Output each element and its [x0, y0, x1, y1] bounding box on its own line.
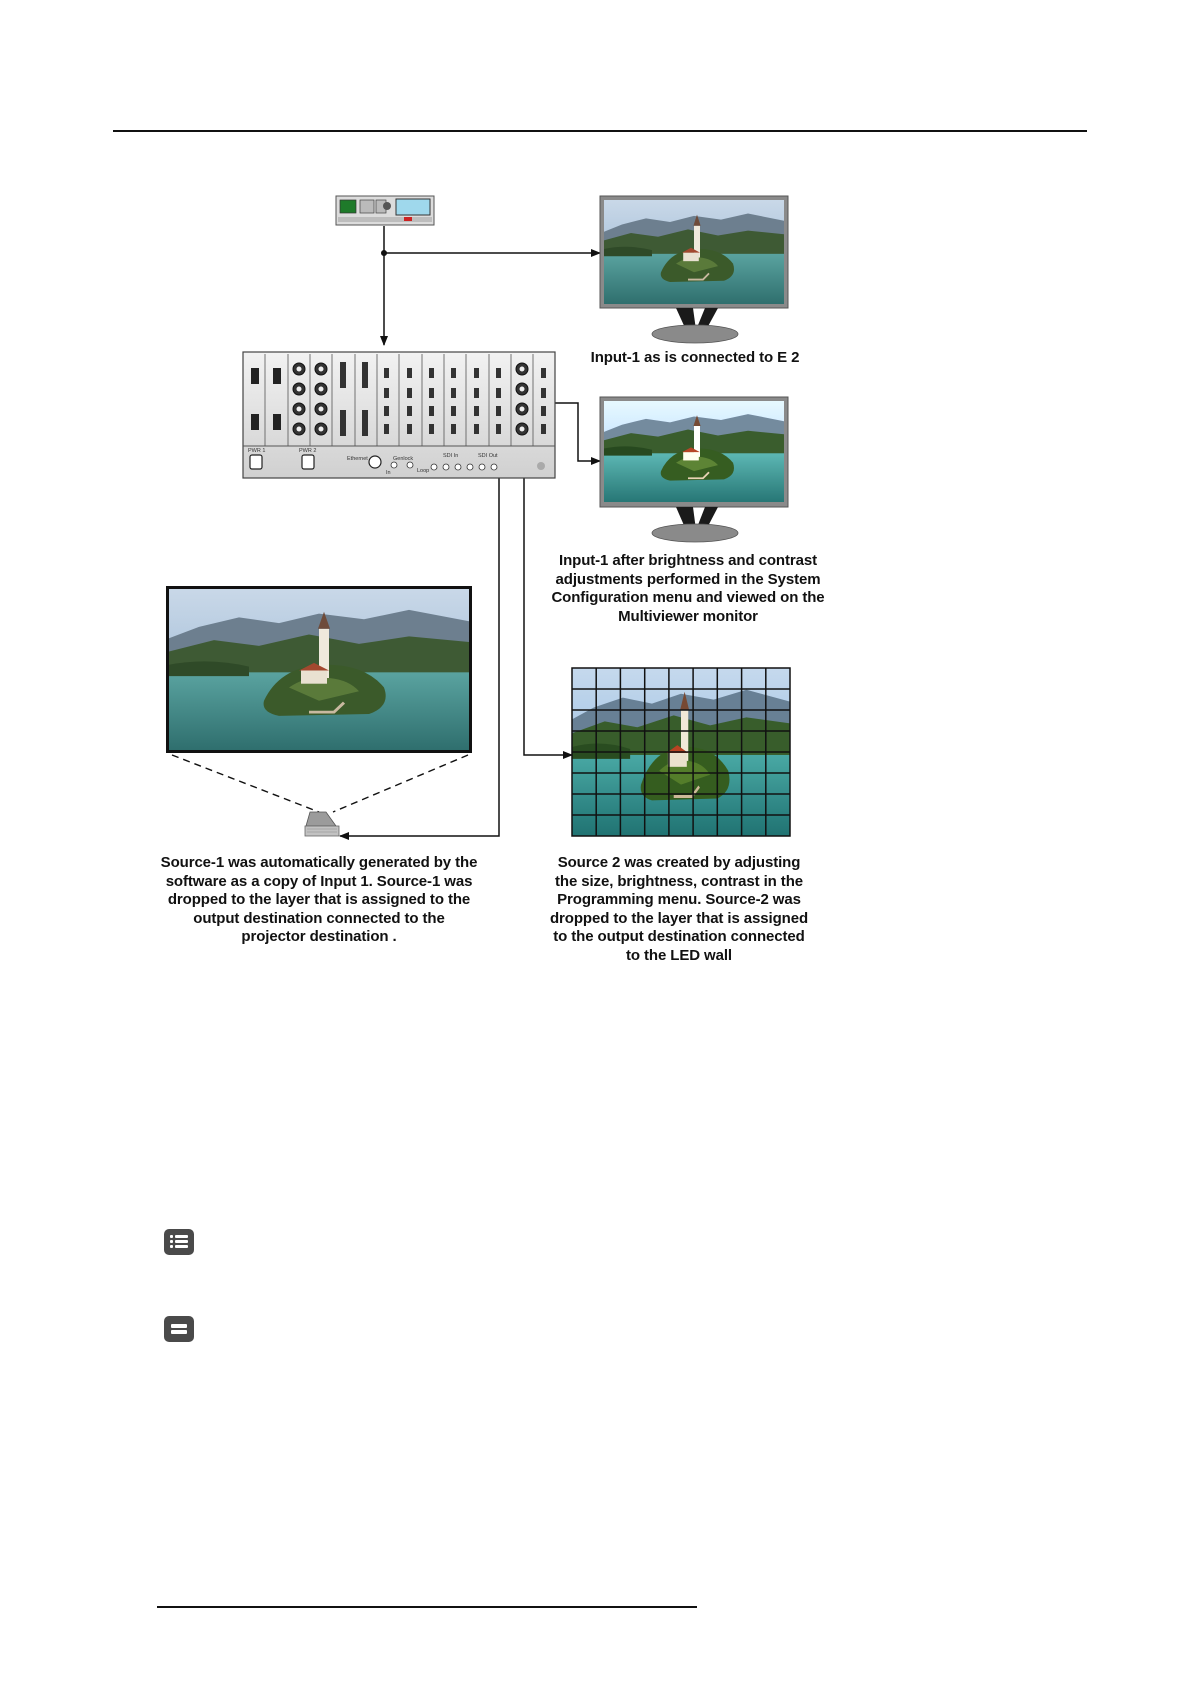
- genlock-in-label: In: [386, 470, 391, 476]
- monitor-input-1: [599, 195, 789, 344]
- pwr2-label: PWR 2: [299, 448, 316, 454]
- genlock-loop-label: Loop: [417, 468, 429, 474]
- menu-icon[interactable]: [164, 1316, 194, 1342]
- source-device: [335, 195, 435, 226]
- e2-chassis: PWR 1 PWR 2 Ethernet Genlock In Loop SDI…: [242, 351, 556, 479]
- projector-device: [304, 811, 340, 837]
- genlock-label: Genlock: [393, 456, 413, 462]
- list-icon[interactable]: [164, 1229, 194, 1255]
- sdi-out-label: SDI Out: [478, 453, 498, 459]
- caption-projector: Source-1 was automatically generated by …: [160, 854, 478, 945]
- connector-lines: [339, 226, 601, 840]
- ethernet-label: Ethernet: [347, 456, 368, 462]
- pwr1-label: PWR 1: [248, 448, 265, 454]
- caption-monitor-input: Input-1 as is connected to E 2: [590, 349, 800, 366]
- led-wall: [571, 667, 791, 837]
- projector-screen: [166, 586, 472, 813]
- sdi-in-label: SDI In: [443, 453, 458, 459]
- footer-rule: [157, 1606, 697, 1608]
- caption-multiviewer: Input-1 after brightness and contrast ad…: [551, 552, 825, 625]
- multiviewer-monitor: [599, 396, 789, 543]
- header-rule: [113, 130, 1087, 132]
- caption-led-wall: Source 2 was created by adjusting the si…: [549, 854, 809, 964]
